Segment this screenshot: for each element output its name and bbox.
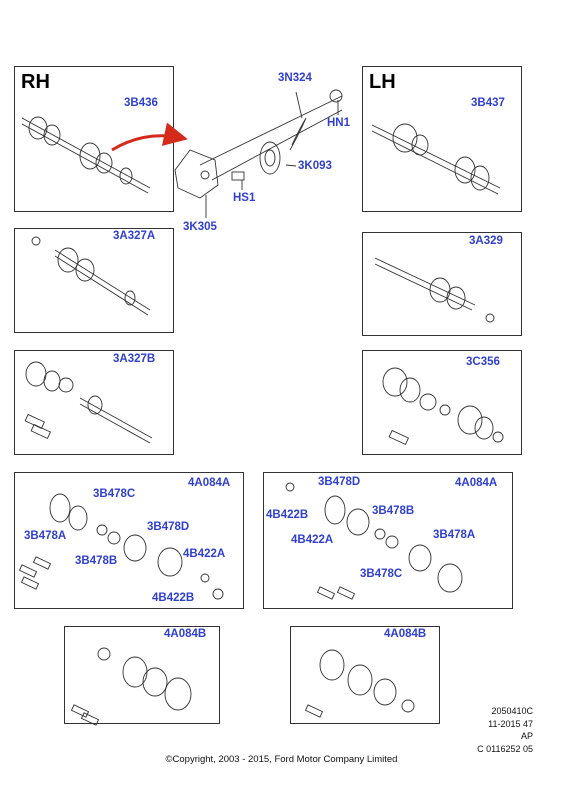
lh-driveshaft-drawing xyxy=(371,123,501,195)
drawing-code: 2050410C xyxy=(491,706,533,716)
part-label-hn1[interactable]: HN1 xyxy=(327,117,351,129)
panel-3a329 xyxy=(362,232,522,336)
part-label-3a327a[interactable]: 3A327A xyxy=(113,230,156,242)
3a329-drawing xyxy=(374,257,495,323)
part-label-3c356[interactable]: 3C356 xyxy=(466,356,500,368)
part-label-4a084b-left[interactable]: 4A084B xyxy=(164,628,207,640)
rh-driveshaft-drawing xyxy=(21,116,151,194)
3c356-drawing xyxy=(382,367,504,446)
part-label-3b436[interactable]: 3B436 xyxy=(124,97,158,109)
part-label-4b422a-right[interactable]: 4B422A xyxy=(291,534,334,546)
part-label-3b478a-left[interactable]: 3B478A xyxy=(24,530,67,542)
4a084b-left-drawing xyxy=(70,647,192,726)
panel-4a084a-left xyxy=(14,472,244,609)
part-label-3k305[interactable]: 3K305 xyxy=(183,221,217,233)
panel-3c356 xyxy=(362,350,522,455)
part-label-4b422b-right[interactable]: 4B422B xyxy=(266,509,309,521)
part-label-3b478c-right[interactable]: 3B478C xyxy=(360,568,403,580)
part-label-3a329[interactable]: 3A329 xyxy=(469,235,503,247)
part-label-3b478a-right[interactable]: 3B478A xyxy=(433,529,476,541)
transfer-arrow xyxy=(111,122,188,152)
copyright-notice: ©Copyright, 2003 - 2015, Ford Motor Comp… xyxy=(165,754,398,765)
part-label-3b478b-left[interactable]: 3B478B xyxy=(75,555,118,567)
panel-3a327b xyxy=(14,350,174,455)
3a327b-drawing xyxy=(24,361,153,444)
part-label-3k093[interactable]: 3K093 xyxy=(298,160,332,172)
rh-label: RH xyxy=(21,71,50,93)
panel-4a084b-left xyxy=(64,626,220,724)
part-label-3b437[interactable]: 3B437 xyxy=(471,97,505,109)
part-label-hs1[interactable]: HS1 xyxy=(233,192,256,204)
drawing-date: 11-2015 47 xyxy=(488,718,533,729)
part-label-3n324[interactable]: 3N324 xyxy=(278,72,312,84)
4a084a-right-drawing xyxy=(285,482,463,600)
part-label-3b478d-left[interactable]: 3B478D xyxy=(147,521,190,533)
part-label-4a084b-right[interactable]: 4A084B xyxy=(384,628,427,640)
center-bearing-drawing xyxy=(174,89,343,218)
drawing-catalog-number: C 0116252 05 xyxy=(477,743,533,754)
4a084a-left-drawing xyxy=(18,493,224,600)
drawing-region: AP xyxy=(520,731,533,741)
part-label-4a084a-left[interactable]: 4A084A xyxy=(188,477,231,489)
panel-4a084a-right xyxy=(263,472,513,609)
part-label-4a084a-right[interactable]: 4A084A xyxy=(455,477,498,489)
4a084b-right-drawing xyxy=(304,649,415,718)
lh-label: LH xyxy=(369,71,396,93)
3a327a-drawing xyxy=(31,236,151,316)
drawing-reference-info: 2050410C 11-2015 47 AP C 0116252 05 xyxy=(477,705,533,755)
part-label-3b478c-left[interactable]: 3B478C xyxy=(93,488,136,500)
part-label-4b422a-left[interactable]: 4B422A xyxy=(183,548,226,560)
part-label-3b478d-right[interactable]: 3B478D xyxy=(318,476,361,488)
part-label-3a327b[interactable]: 3A327B xyxy=(113,353,156,365)
part-label-4b422b-left[interactable]: 4B422B xyxy=(152,592,195,604)
part-label-3b478b-right[interactable]: 3B478B xyxy=(372,505,415,517)
